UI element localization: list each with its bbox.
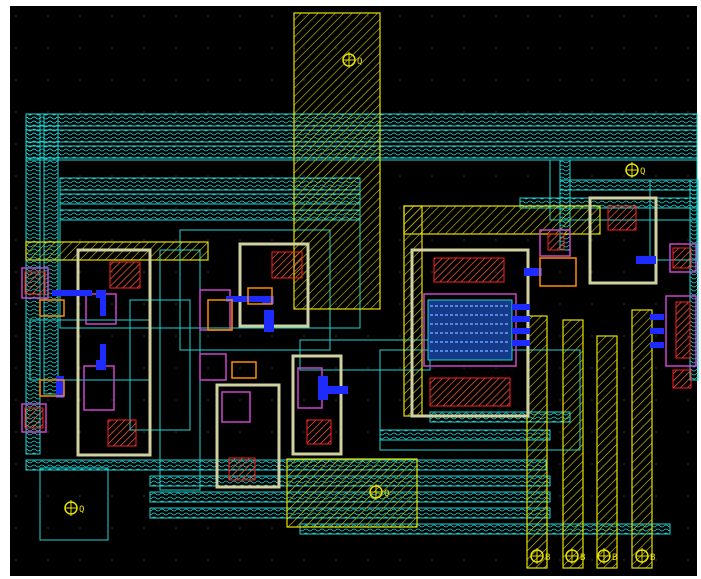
- diffusion: [21, 267, 49, 299]
- contact: [226, 296, 262, 302]
- poly-block: [107, 419, 137, 447]
- pin-label: B: [545, 553, 550, 563]
- pin-label: B: [580, 553, 585, 563]
- contact: [96, 360, 106, 370]
- pin-pin-b3: B: [597, 548, 617, 564]
- metal-outline: [39, 467, 109, 541]
- pin-pin-b1: B: [530, 548, 550, 564]
- contact: [512, 316, 530, 322]
- contact: [262, 296, 274, 304]
- pin-label: B: [650, 553, 655, 563]
- cell-boundary: [588, 196, 658, 285]
- pin-label: Q: [640, 167, 645, 177]
- contact: [328, 386, 348, 394]
- poly-block: [675, 301, 691, 359]
- metal-outline: [129, 299, 191, 431]
- contact: [650, 314, 664, 320]
- cell-boundary: [76, 248, 152, 457]
- metal2-region: [631, 309, 653, 569]
- metal-wire: [559, 179, 698, 191]
- contact: [264, 310, 274, 332]
- diffusion: [665, 295, 697, 367]
- diffusion: [669, 243, 697, 273]
- contact: [636, 256, 656, 264]
- poly-block: [109, 261, 141, 289]
- poly-block: [271, 251, 303, 279]
- poly-block: [433, 257, 505, 283]
- contact: [650, 328, 664, 334]
- metal2-region: [526, 315, 548, 569]
- via: [539, 257, 577, 287]
- via: [39, 379, 65, 397]
- diffusion: [21, 403, 47, 433]
- via: [39, 299, 65, 317]
- pin-label: Q: [79, 505, 84, 515]
- pin-label: Q: [357, 57, 362, 67]
- via: [231, 361, 257, 379]
- diffusion: [221, 391, 251, 423]
- metal-wire: [299, 523, 671, 535]
- contact: [100, 344, 106, 362]
- contact: [56, 376, 64, 398]
- poly-block: [672, 247, 692, 269]
- pin-pin-left-bottom: Q: [64, 500, 84, 516]
- poly-block: [607, 205, 637, 231]
- cell-boundary: [215, 383, 281, 489]
- contact: [52, 290, 92, 296]
- contact: [512, 328, 530, 334]
- poly-block: [547, 233, 565, 251]
- transistor-body: [427, 299, 513, 361]
- pin-labels: Q Q Q Q B B B B: [64, 52, 655, 564]
- pin-pin-mid: Q: [369, 484, 389, 500]
- poly-block: [228, 457, 256, 481]
- cell-boundary: [291, 354, 343, 456]
- pin-pin-top: Q: [342, 52, 362, 68]
- contact: [96, 290, 106, 298]
- poly-block: [24, 271, 46, 295]
- via: [247, 287, 273, 305]
- diffusion: [539, 229, 571, 257]
- poly-block: [429, 377, 511, 407]
- metal-wire: [379, 429, 551, 441]
- poly-block: [24, 407, 44, 429]
- device-cells: [21, 196, 697, 489]
- poly-block: [672, 369, 692, 389]
- metal2-region: [286, 458, 418, 528]
- pin-pin-b2: B: [565, 548, 585, 564]
- pin-label: B: [612, 553, 617, 563]
- metal2-region: [403, 205, 601, 235]
- pin-label: Q: [384, 489, 389, 499]
- contact: [318, 376, 328, 400]
- pin-pin-b4: B: [635, 548, 655, 564]
- metal2-region: [562, 319, 584, 569]
- contact: [512, 304, 530, 310]
- metal2-region: [596, 335, 618, 569]
- contact: [524, 268, 542, 276]
- contact: [100, 296, 106, 316]
- via: [207, 299, 233, 331]
- contact: [512, 340, 530, 346]
- diffusion: [199, 353, 227, 381]
- poly-block: [306, 419, 332, 445]
- contact: [650, 342, 664, 348]
- pin-pin-right: Q: [625, 162, 645, 178]
